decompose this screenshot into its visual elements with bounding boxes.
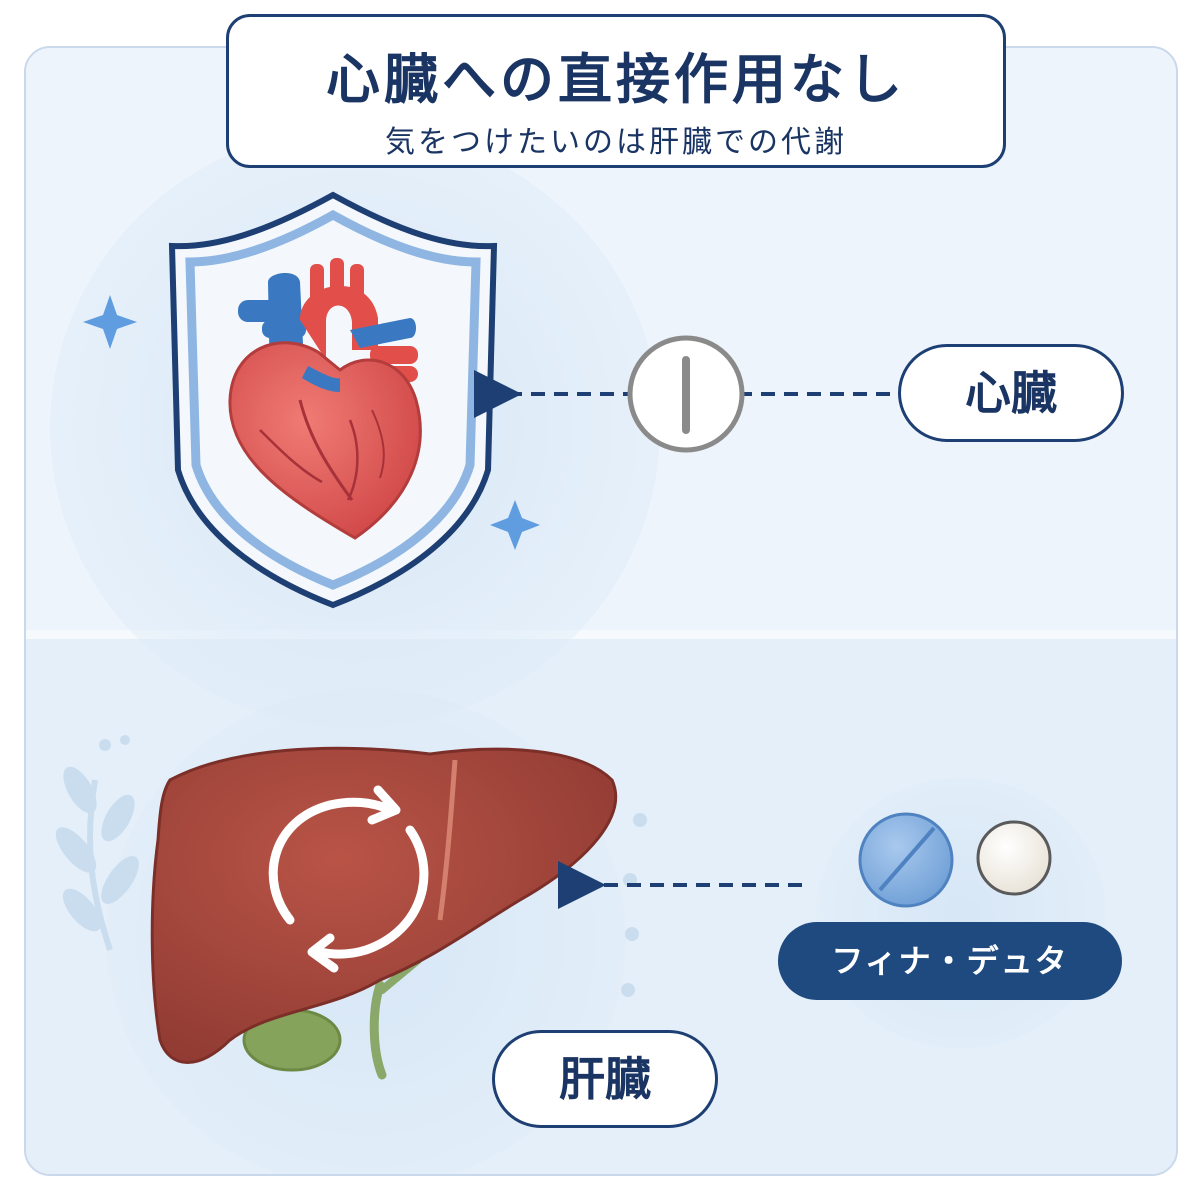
leaf-sprig-icon [55, 735, 647, 997]
page-subtitle: 気をつけたいのは肝臓での代謝 [385, 125, 847, 160]
liver-label: 肝臓 [492, 1030, 718, 1128]
blocked-circle-icon [627, 335, 745, 453]
round-pill-icon [976, 820, 1052, 896]
panel-divider [26, 630, 1176, 639]
title-box: 心臓への直接作用なし 気をつけたいのは肝臓での代謝 [226, 14, 1006, 168]
drug-label: フィナ・デュタ [778, 922, 1122, 1000]
drug-glow [816, 778, 1106, 1048]
scored-tablet-icon [858, 812, 954, 908]
heart-organ-icon [228, 258, 422, 540]
cycle-arrows-icon [268, 785, 429, 973]
heart-label: 心臓 [898, 344, 1124, 442]
liver-organ-icon [150, 746, 618, 1080]
page-title: 心臓への直接作用なし [326, 48, 906, 111]
sparkle-icon [83, 295, 540, 550]
